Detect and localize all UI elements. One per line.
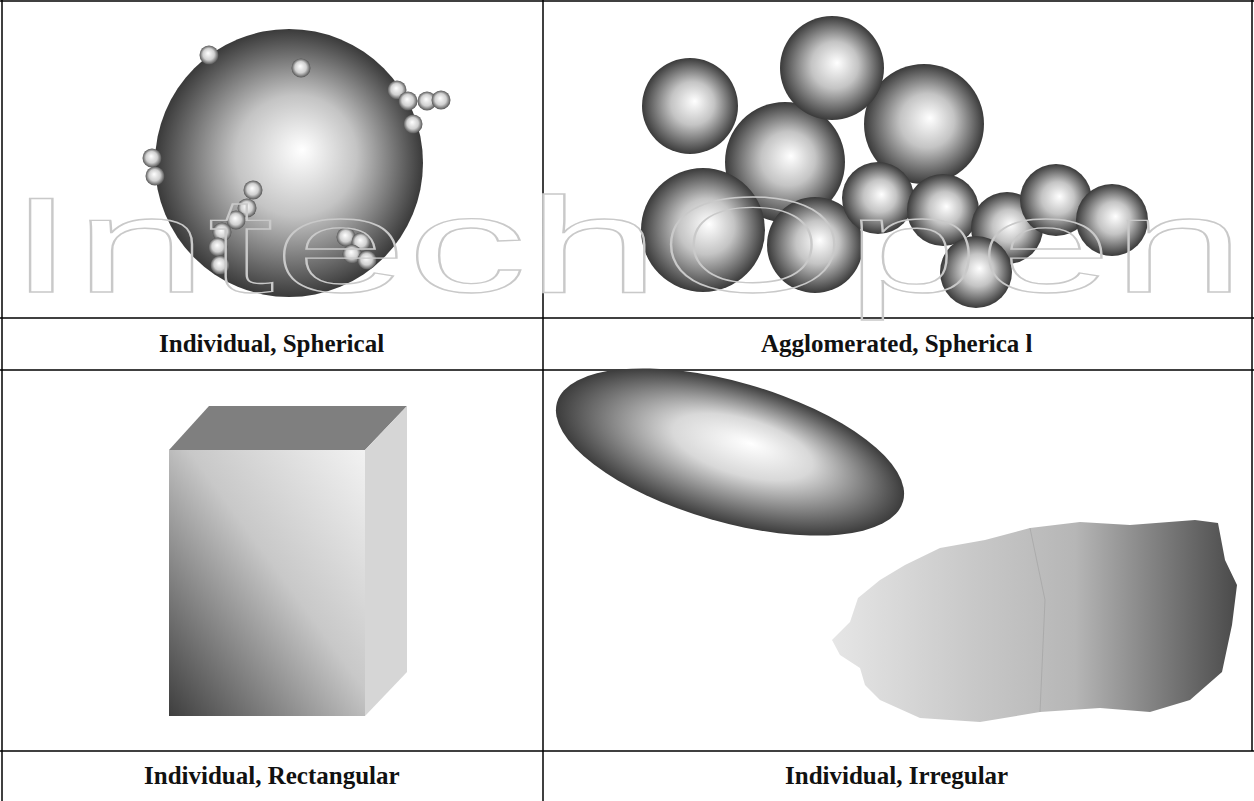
agglomerated-sphere	[642, 58, 738, 154]
agglomerated-sphere	[1076, 184, 1148, 256]
agglomerated-sphere	[641, 168, 765, 292]
irregular-particles	[538, 335, 1237, 722]
small-particle	[358, 251, 377, 270]
cell-caption: Individual, Spherical	[155, 330, 388, 358]
agglomerated-sphere	[940, 236, 1012, 308]
small-particle	[146, 167, 165, 186]
small-particles	[143, 46, 451, 275]
cell-caption: Individual, Irregular	[781, 762, 1012, 790]
watermark: IntechOpen	[8, 178, 1245, 313]
agglomerated-sphere	[780, 16, 884, 120]
agglomerated-sphere	[842, 162, 914, 234]
agglomerated-spheres	[641, 16, 1148, 308]
cell-caption: Individual, Rectangular	[140, 762, 404, 790]
rectangular-block	[169, 406, 407, 716]
small-particle	[143, 149, 162, 168]
small-particle	[404, 115, 423, 134]
small-particle	[292, 59, 311, 78]
small-particle	[432, 91, 451, 110]
small-particle	[399, 92, 418, 111]
small-particle	[244, 181, 263, 200]
agglomerated-sphere	[907, 174, 979, 246]
cell-caption: Agglomerated, Spherica l	[757, 330, 1036, 358]
small-particle	[209, 238, 228, 257]
individual-sphere	[143, 29, 451, 297]
small-particle	[211, 256, 230, 275]
small-particle	[200, 46, 219, 65]
